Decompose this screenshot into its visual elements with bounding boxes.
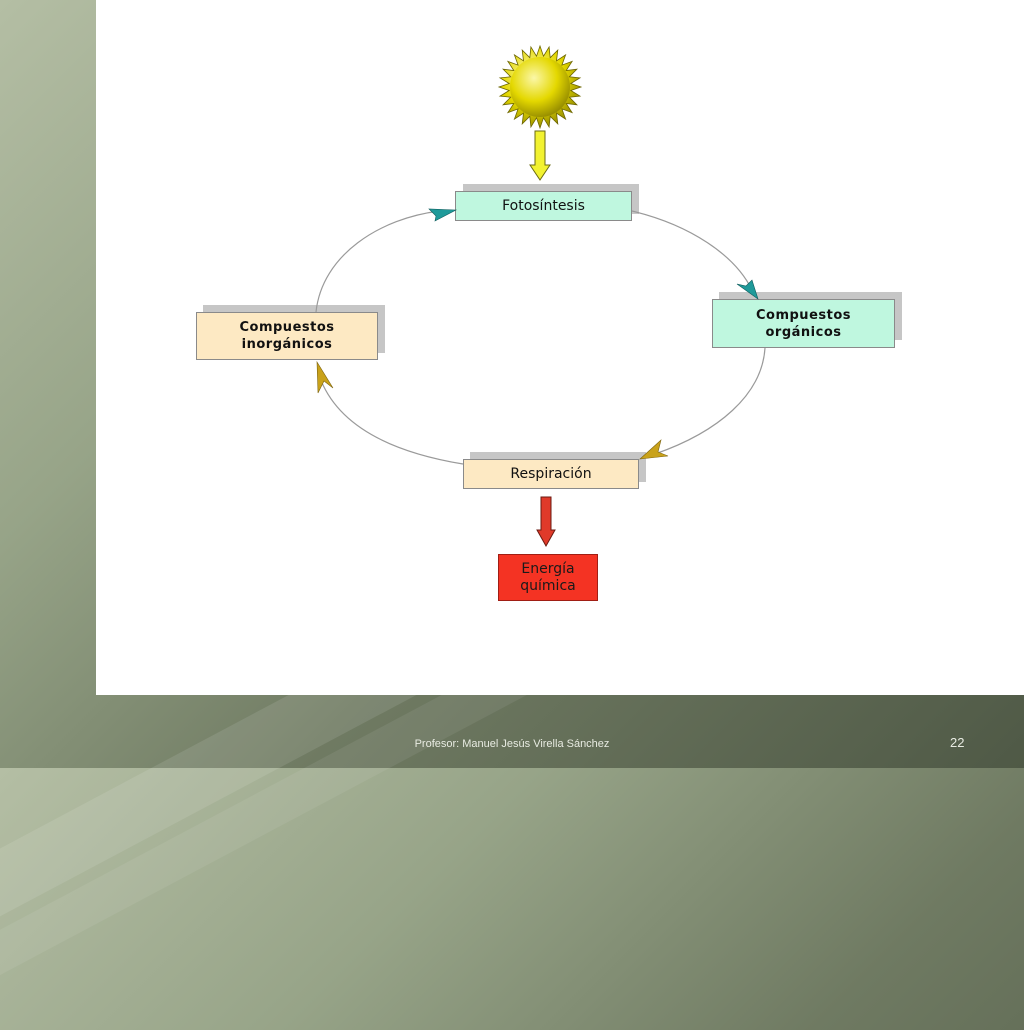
page-number: 22	[950, 735, 965, 750]
node-energia-quimica: Energía química	[498, 554, 598, 601]
node-label-line: inorgánicos	[241, 337, 333, 352]
node-label-line: Energía	[521, 560, 575, 577]
node-fotosintesis: Fotosíntesis	[455, 191, 632, 221]
node-label-line: química	[520, 577, 576, 594]
node-respiracion: Respiración	[463, 459, 639, 489]
node-compuestos-inorganicos: Compuestos inorgánicos	[196, 312, 378, 360]
node-label-line: orgánicos	[765, 324, 842, 340]
node-fotosintesis-label: Fotosíntesis	[502, 197, 585, 214]
node-label-line: Compuestos	[239, 320, 335, 335]
node-label-line: Compuestos	[755, 307, 852, 323]
node-compuestos-organicos: Compuestos orgánicos	[712, 299, 895, 348]
footer-author: Profesor: Manuel Jesús Virella Sánchez	[414, 738, 610, 750]
node-respiracion-label: Respiración	[510, 465, 592, 482]
